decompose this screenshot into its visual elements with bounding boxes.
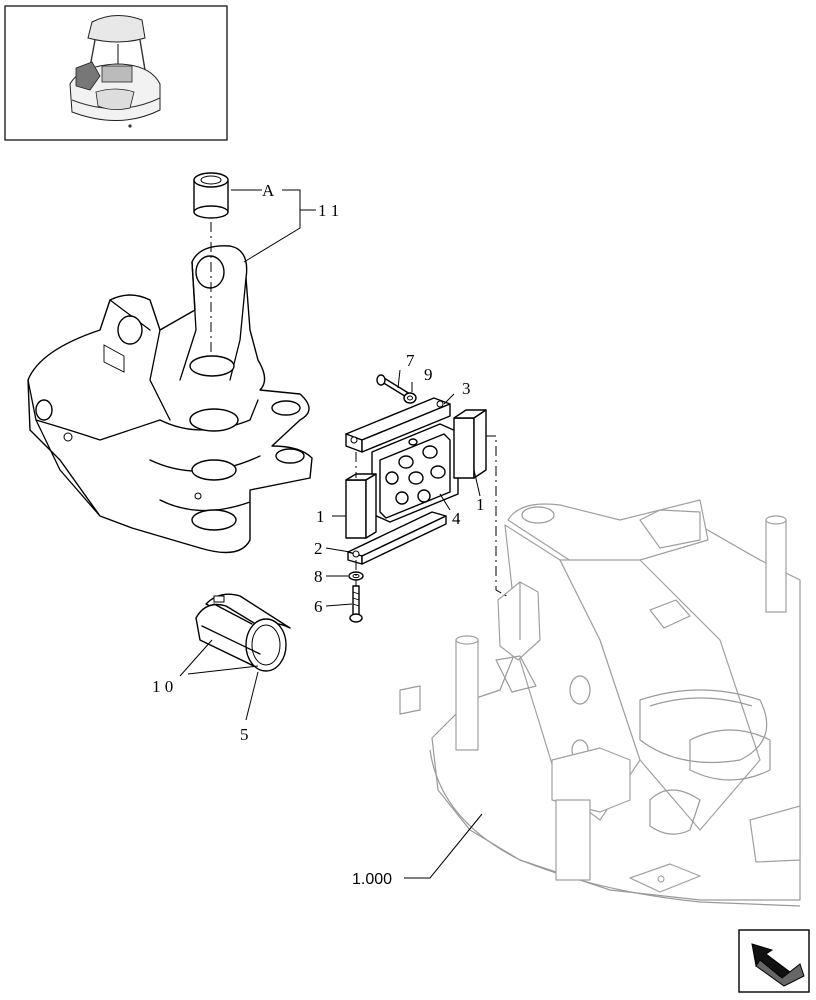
bushing-a-part[interactable] [193, 172, 229, 352]
bearing-bushing-part[interactable] [195, 593, 291, 672]
plate-2-part[interactable] [347, 511, 447, 565]
callout-labels: A 1 1 7 9 3 4 1 1 2 8 6 1 0 5 1.000 [152, 181, 485, 888]
return-arrow-icon [751, 943, 805, 987]
spacer-1-right-part[interactable] [453, 409, 487, 479]
callout-4: 4 [452, 509, 461, 528]
washer-9-part[interactable] [403, 392, 417, 404]
machine-thumbnail-icon [69, 15, 161, 128]
callout-a: A [262, 181, 275, 200]
callout-6: 6 [314, 597, 323, 616]
spacer-1-left-part[interactable] [345, 473, 377, 539]
reference-1000: 1.000 [352, 871, 392, 888]
callout-8: 8 [314, 567, 323, 586]
swing-bracket-part[interactable] [27, 245, 313, 554]
callout-11: 1 1 [318, 201, 339, 220]
callout-1-left: 1 [316, 507, 325, 526]
callout-7: 7 [406, 351, 415, 370]
overview-thumbnail[interactable] [4, 5, 228, 141]
callout-1-right: 1 [476, 495, 485, 514]
rubber-mount-4-part[interactable] [371, 423, 459, 523]
callout-9: 9 [424, 365, 433, 384]
bolt-7-part[interactable] [376, 374, 411, 399]
callout-5: 5 [240, 725, 249, 744]
leader-lines [179, 189, 511, 879]
upper-frame-reference [399, 499, 801, 907]
plate-3-part[interactable] [345, 397, 451, 453]
bolt-6-part[interactable] [349, 585, 363, 623]
callout-2: 2 [314, 539, 323, 558]
callout-3: 3 [462, 379, 471, 398]
callout-10: 1 0 [152, 677, 173, 696]
return-nav-button[interactable] [738, 929, 810, 993]
